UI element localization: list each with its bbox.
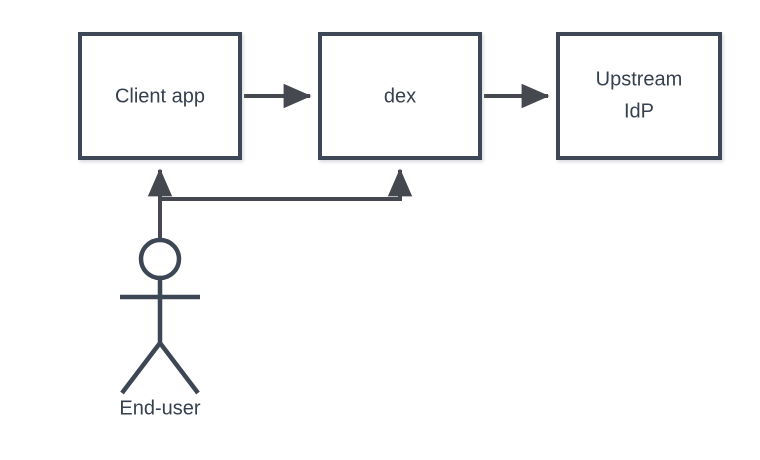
actor-leg-right-line [158, 341, 200, 395]
actor-end-user-label: End-user [119, 397, 200, 419]
node-client-app[interactable]: Client app [78, 32, 242, 160]
actor-head-icon [138, 237, 182, 281]
node-client-app-rect[interactable] [78, 32, 242, 160]
edge-line-end-user-to-dex [160, 168, 413, 201]
edge-end-user-to-dex [160, 168, 413, 201]
node-upstream-idp[interactable]: Upstream IdP [556, 32, 722, 160]
node-upstream-idp-label-line1: Upstream [596, 68, 683, 90]
node-dex-label: dex [384, 85, 416, 107]
node-dex-rect[interactable] [318, 32, 482, 160]
node-dex[interactable]: dex [318, 32, 482, 160]
actor-end-user[interactable]: End-user [119, 237, 201, 419]
actor-leg-left-line [120, 341, 162, 395]
node-upstream-idp-rect[interactable] [556, 32, 722, 160]
node-client-app-label: Client app [115, 85, 205, 107]
node-upstream-idp-label-line2: IdP [624, 100, 654, 122]
